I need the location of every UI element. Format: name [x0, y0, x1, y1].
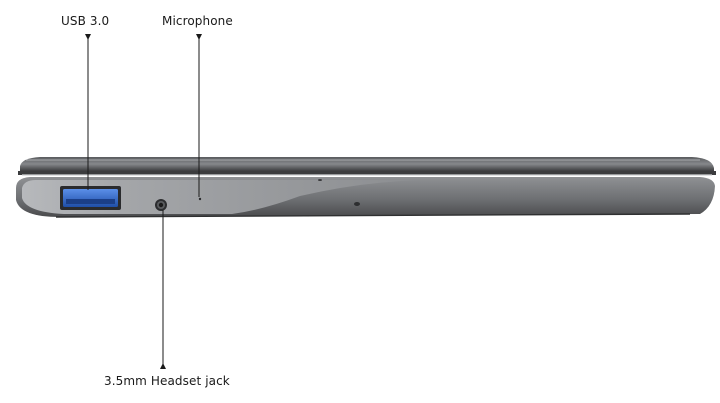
microphone-hole [198, 197, 202, 201]
usb-port-insert [63, 189, 118, 207]
headset-jack-hole [158, 202, 164, 208]
usb-label: USB 3.0 [61, 14, 110, 28]
base-bottom-edge [55, 213, 691, 218]
microphone-leader-arrow [196, 34, 202, 40]
base-front-panel [22, 180, 420, 214]
usb-leader-arrow [85, 34, 91, 40]
microphone-label: Microphone [162, 14, 233, 28]
laptop-lid [20, 157, 714, 171]
headset-jack-label: 3.5mm Headset jack [104, 374, 230, 388]
headset-jack-leader-arrow [160, 363, 166, 369]
usb-port-tongue [66, 199, 115, 204]
lid-indicator-dot [318, 179, 322, 181]
hinge-seam [18, 171, 716, 175]
base-indicator-dot [354, 202, 360, 206]
